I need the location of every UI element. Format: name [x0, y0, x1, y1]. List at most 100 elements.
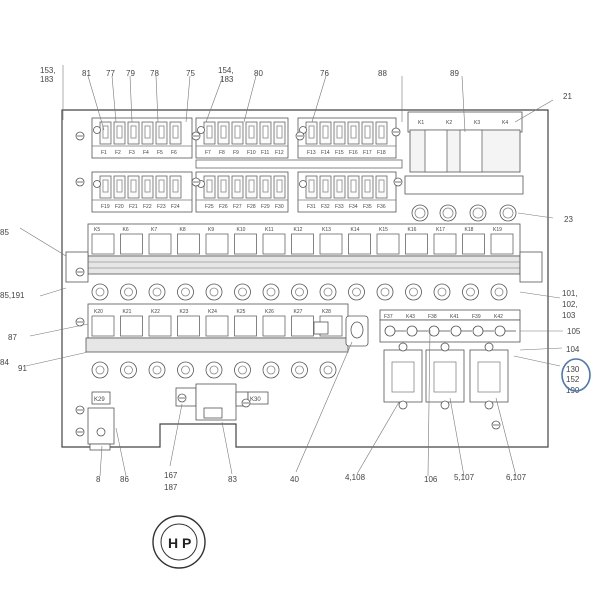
fuse-label: F18 — [377, 150, 386, 156]
fuse-label: F5 — [157, 150, 163, 156]
callout-88: 88 — [378, 69, 387, 78]
callout-183b: 183 — [220, 75, 234, 84]
relay — [205, 233, 229, 255]
fuse-label: F21 — [129, 204, 138, 210]
callout-80: 80 — [254, 69, 263, 78]
callout-154: 154, — [218, 66, 234, 75]
fuse-cartridge — [308, 179, 315, 193]
fuse-label: F30 — [275, 204, 284, 210]
fuse-label: F35 — [363, 204, 372, 210]
fuse-label: F6 — [171, 150, 177, 156]
contactor-screw — [440, 342, 450, 352]
relay — [376, 233, 400, 255]
terminal-inner — [437, 287, 447, 297]
relay-label: K23 — [180, 309, 189, 315]
callout-77: 77 — [106, 69, 115, 78]
leader-line — [87, 75, 105, 131]
callout-102: 102, — [562, 300, 578, 309]
terminal-inner — [323, 365, 333, 375]
contactors — [383, 342, 509, 410]
relay — [148, 315, 172, 337]
fuse-label: F19 — [101, 204, 110, 210]
fuse-cartridge — [378, 179, 385, 193]
din-rail-2 — [85, 337, 349, 353]
leader-line — [519, 347, 563, 351]
small-fuse-holder — [384, 325, 396, 337]
relay — [177, 315, 200, 337]
small-fuse-label: K42 — [494, 314, 503, 320]
terminal-inner — [466, 287, 475, 297]
terminal-row-2 — [91, 361, 337, 379]
contactor-screw — [440, 400, 450, 410]
relay — [91, 233, 115, 255]
fuse-label: F1 — [101, 150, 107, 156]
callout-89: 89 — [450, 69, 459, 78]
callout-130: 130 — [566, 365, 580, 374]
fuse-cartridge — [364, 125, 371, 139]
terminal-inner — [95, 287, 105, 297]
round-screw-inner — [414, 207, 426, 219]
small-fuse-label: F37 — [384, 314, 393, 320]
terminal-inner — [181, 287, 190, 297]
small-fuse-holder — [428, 325, 440, 337]
callout-79: 79 — [126, 69, 135, 78]
din-rail-1 — [87, 255, 521, 275]
callout-103: 103 — [562, 311, 576, 320]
relay-label: K19 — [493, 227, 502, 233]
relay — [120, 315, 143, 337]
terminal-inner — [409, 287, 418, 297]
din-component-83: K30 — [175, 383, 269, 421]
fuse-cartridge — [336, 125, 343, 139]
fuse-label: F15 — [335, 150, 344, 156]
transformer-label: K4 — [502, 120, 508, 126]
callout-106: 106 — [424, 475, 438, 484]
small-relay — [313, 321, 329, 335]
relay-label: K13 — [322, 227, 331, 233]
fuse-cartridge — [234, 179, 241, 193]
relay-label: K15 — [379, 227, 388, 233]
fuse-label: F2 — [115, 150, 121, 156]
relay-label: K26 — [265, 309, 274, 315]
fuse-label: F32 — [321, 204, 330, 210]
terminal-inner — [124, 287, 133, 297]
terminal-inner — [266, 287, 276, 297]
relay — [433, 233, 457, 255]
leader-line — [513, 355, 561, 367]
fuse-cartridge — [220, 125, 227, 139]
transformer-label: K2 — [446, 120, 452, 126]
callout-83: 83 — [228, 475, 237, 484]
fuse-cartridge — [378, 125, 385, 139]
fuse-cartridge — [350, 179, 357, 193]
leader-line — [295, 341, 353, 473]
leader-line — [243, 75, 257, 123]
terminal-inner — [380, 287, 390, 297]
terminal-inner — [209, 287, 219, 297]
callout-8: 8 — [96, 475, 101, 484]
fuse-cartridge — [102, 179, 109, 193]
relay-label: K20 — [94, 309, 103, 315]
fuse-cartridge — [234, 125, 241, 139]
callout-105: 105 — [567, 327, 581, 336]
relay-label: K28 — [322, 309, 331, 315]
small-fuse-holder — [472, 325, 484, 337]
fuse-label: F22 — [143, 204, 152, 210]
round-screw-inner — [502, 207, 514, 219]
relay-label: K25 — [237, 309, 246, 315]
terminal-inner — [352, 287, 361, 297]
callout-75: 75 — [186, 69, 195, 78]
relay — [462, 233, 485, 255]
aux-box-left: K29 — [87, 391, 115, 451]
leader-line — [115, 427, 127, 477]
fuse-label: F36 — [377, 204, 386, 210]
relay — [490, 233, 514, 255]
small-fuse-label: F38 — [428, 314, 437, 320]
relay — [291, 315, 314, 337]
terminal-inner — [152, 287, 162, 297]
fuse-cartridge — [276, 125, 283, 139]
fuse-cartridge — [262, 125, 269, 139]
fuse-label: F34 — [349, 204, 358, 210]
fuse-label: F17 — [363, 150, 372, 156]
fuse-label: F24 — [171, 204, 180, 210]
